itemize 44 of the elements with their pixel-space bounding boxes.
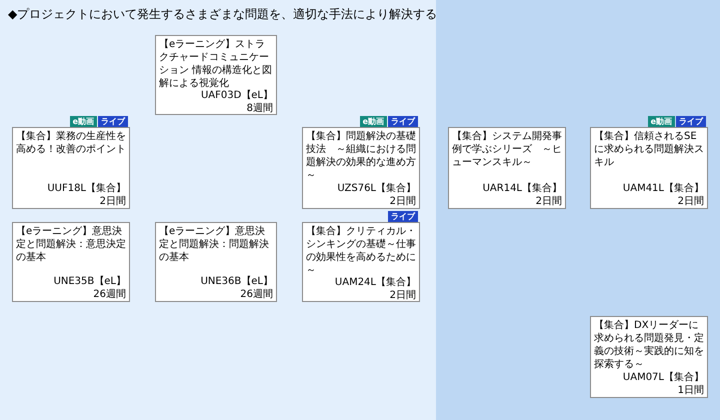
course-title: 【eラーニング】意思決定と問題解決：意思決定の基本 [16,225,126,265]
course-title: 【集合】業務の生産性を高める！改善のポイント [16,130,126,157]
course-card [590,127,708,209]
tag-badge: ライブ [388,211,418,222]
course-duration: 2日間 [388,196,416,208]
course-duration: 1日間 [676,384,704,397]
course-duration: 2日間 [388,290,416,302]
course-code: UZS76L【集合】 [336,183,416,196]
course-duration: 2日間 [98,196,126,208]
course-title: 【eラーニング】ストラクチャードコミュニケーション 情報の構造化と図解による視覚化 [159,38,273,90]
course-card [448,127,566,209]
course-card [590,316,708,398]
course-duration: 26週間 [92,288,126,301]
tag-badge: e動画 [70,116,97,127]
course-title: 【集合】問題解決の基礎技法 ～組織における問題解決の効果的な進め方～ [306,130,416,182]
course-code: UNE36B【eL】 [200,276,273,288]
course-code: UNE35B【eL】 [52,276,126,288]
course-duration: 2日間 [676,196,704,208]
tag-badge: e動画 [648,116,675,127]
course-duration: 26週間 [239,288,273,301]
course-title: 【集合】DXリーダーに求められる問題発見・定義の技術～実践的に知を探索する～ [594,319,704,372]
tag-badge: e動画 [360,116,387,127]
course-code: UAR14L【集合】 [482,183,562,196]
course-duration: 8週間 [246,102,273,115]
tag-badge: ライブ [388,116,418,127]
tag-badge: ライブ [98,116,128,127]
course-card [302,222,420,302]
course-duration: 2日間 [534,196,562,208]
course-title: 【eラーニング】意思決定と問題解決：問題解決の基本 [159,225,270,265]
course-code: UUF18L【集合】 [46,183,126,196]
course-title: 【集合】システム開発事例で学ぶシリーズ ～ヒューマンスキル～ [452,130,562,170]
course-title: 【集合】クリティカル・シンキングの基礎～仕事の効果性を高めるために～ [306,225,416,276]
course-card [155,35,277,115]
course-title: 【集合】信頼されるSEに求められる問題解決スキル [594,130,704,170]
course-code: UAM07L【集合】 [622,372,704,384]
course-card [12,222,130,302]
course-card [12,127,130,209]
course-code: UAM41L【集合】 [622,183,704,196]
course-card [302,127,420,209]
course-code: UAF03D【eL】 [200,90,273,102]
course-code: UAM24L【集合】 [334,277,416,290]
tag-badge: ライブ [676,116,706,127]
course-card [155,222,277,302]
heading: ◆プロジェクトにおいて発生するさまざまな問題を、適切な手法により解決する [8,6,438,23]
